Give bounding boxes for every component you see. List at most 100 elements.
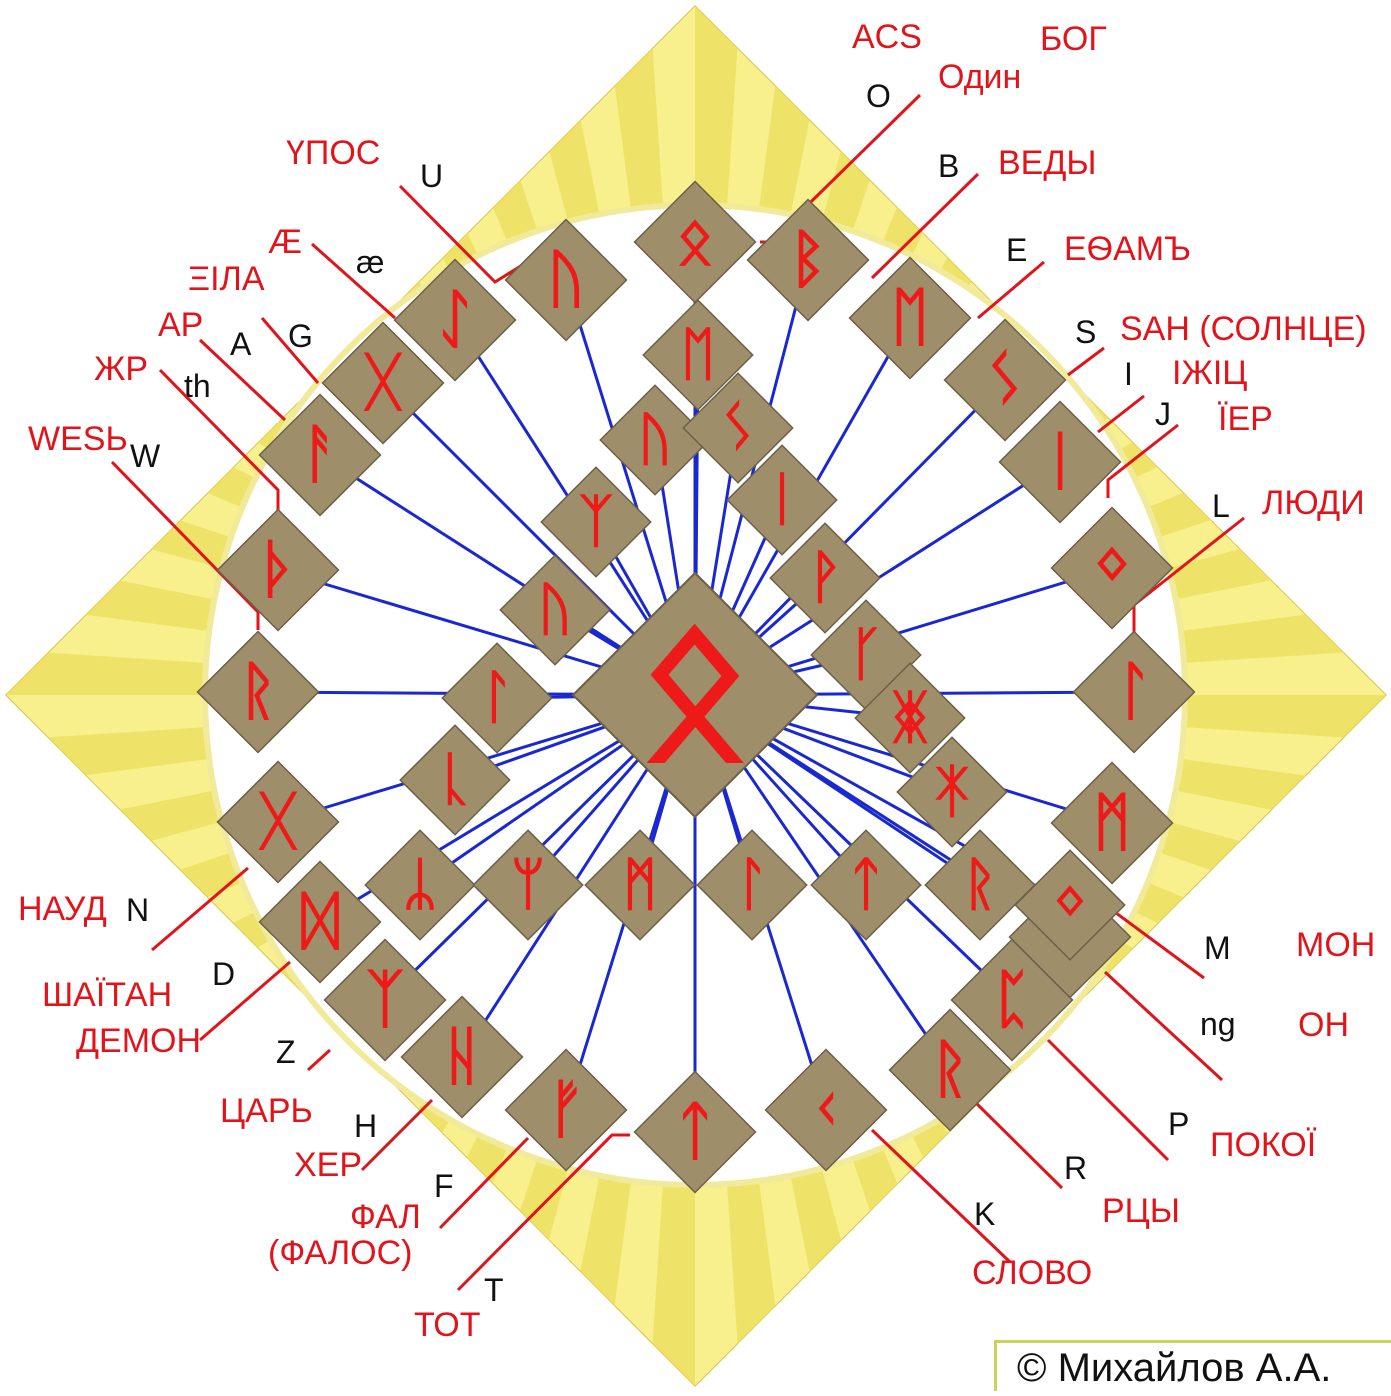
rune-tile — [896, 736, 1008, 848]
ray-stripe — [0, 649, 695, 695]
rune-glyph: ᛦ — [403, 853, 437, 917]
leader-line — [311, 242, 396, 320]
rune-tile-S: ᛊ — [943, 318, 1067, 442]
rune-tile-B: ᛒ — [746, 198, 870, 322]
rune-glyph: ᛟ — [638, 582, 752, 794]
rune-tile — [888, 1008, 1012, 1132]
rune-tile-L: ᛚ — [1072, 630, 1196, 754]
leader-line — [973, 1100, 1064, 1190]
rune-glyph: ᛟ — [676, 207, 714, 277]
label-shaitan: ШАЇТАН — [42, 976, 173, 1014]
rune-glyph: ᚺ — [443, 1022, 481, 1092]
rune-glyph: ᚢ — [538, 578, 572, 642]
label-ae-red: Æ — [268, 223, 302, 261]
ray-stripe — [695, 0, 741, 695]
rune-glyph: ᛜ — [1053, 873, 1087, 937]
rune-tile — [400, 995, 524, 1119]
rune-tile — [696, 829, 808, 941]
rune-tile-inner_l3: ᛚ — [696, 829, 808, 941]
rune-tile-inner_o: ᛜ — [1014, 849, 1126, 961]
label-t: T — [484, 1272, 504, 1308]
label-zhr: ЖР — [94, 350, 149, 388]
rune-tile-inner_l: ᛚ — [441, 642, 553, 754]
rune-glyph: ᛊ — [721, 396, 755, 460]
label-sah: SAH (СОЛНЦЕ) — [1120, 310, 1367, 348]
label-i: I — [1124, 356, 1133, 392]
rune-glyph: ᛁ — [1041, 427, 1079, 497]
rune-glyph: ᛖ — [681, 323, 715, 387]
label-z: Z — [276, 1034, 296, 1070]
label-tsar: ЦАРЬ — [220, 1092, 313, 1130]
rune-tile — [540, 466, 652, 578]
rune-tile — [642, 299, 754, 411]
rune-glyph: ᛉ — [366, 965, 404, 1035]
leader-line — [870, 1128, 1012, 1264]
label-ae: æ — [356, 244, 385, 280]
rune-glyph: ᛚ — [1115, 657, 1153, 727]
leader-line — [1067, 346, 1105, 377]
rune-tile-U: ᚢ — [504, 218, 628, 342]
rune-tile-inner_l2: ᚳ — [399, 724, 511, 836]
leader-line — [438, 1136, 530, 1230]
rune-tile — [323, 938, 447, 1062]
rune-tile-inner_y2: ᛦ — [364, 829, 476, 941]
label-l: L — [1212, 488, 1230, 524]
label-naud: НАУД — [18, 890, 107, 928]
label-d: D — [212, 956, 236, 992]
label-ier: ЇЕР — [1218, 400, 1273, 438]
rune-tile-ae: ᛇ — [393, 258, 517, 382]
leader-line — [1103, 970, 1224, 1082]
rune-tile-inner_u2: ᚢ — [499, 554, 611, 666]
leader-line — [1097, 394, 1145, 434]
rune-glyph: ᚢ — [638, 408, 672, 472]
label-eoam: ЕѲАМЪ — [1064, 230, 1192, 268]
rune-tile — [571, 571, 819, 819]
label-n: N — [126, 892, 150, 928]
rune-tile — [848, 256, 972, 380]
rune-tile-N: ᚷ — [216, 760, 340, 884]
rune-glyph: ᛈ — [993, 965, 1031, 1035]
leader-line — [1106, 423, 1179, 498]
rune-tile — [321, 321, 445, 445]
label-kher: ХЕР — [294, 1146, 363, 1184]
rune-glyph: ᛏ — [676, 1097, 714, 1167]
label-pokoi: ПОКОЇ — [1210, 1126, 1317, 1164]
rune-tile-F: ᚠ — [504, 1048, 628, 1172]
label-e: E — [1006, 232, 1028, 268]
label-vedy: ВЕДЫ — [998, 144, 1097, 182]
label-ng: ng — [1200, 1006, 1236, 1042]
rune-tile — [399, 724, 511, 836]
label-w: W — [130, 438, 161, 474]
label-zila: ΞΙЛА — [188, 260, 265, 298]
label-a: A — [230, 326, 252, 362]
leader-line — [199, 960, 291, 1042]
rune-tile-M: ᛗ — [1050, 761, 1174, 885]
rune-glyph: ᛖ — [891, 283, 929, 353]
rune-tile-inner_y: ᛉ — [540, 466, 652, 578]
rune-glyph: ᚱ — [963, 853, 997, 917]
rune-glyph: ᚢ — [547, 245, 585, 315]
leader-line — [260, 317, 320, 384]
leader-line — [360, 1098, 434, 1172]
rune-tile-O: ᛟ — [633, 180, 757, 304]
rune-glyph: ᚦ — [259, 535, 297, 605]
rune-tile-inner_w: ᚹ — [769, 522, 881, 634]
rune-tile — [584, 829, 696, 941]
rune-tile — [764, 1048, 888, 1172]
label-m: M — [1204, 930, 1231, 966]
rune-glyph: ᛗ — [623, 853, 657, 917]
rune-tile-inner_top: ᛖ — [642, 299, 754, 411]
label-on: ОН — [1298, 1006, 1349, 1044]
rune-glyph: ᛤ — [892, 686, 928, 750]
rune-tile-D: ᛞ — [258, 860, 382, 984]
rune-tile-inner_r: ᚱ — [924, 829, 1036, 941]
rune-glyph: ᛚ — [480, 666, 514, 730]
rune-glyph: ᚳ — [438, 748, 472, 812]
rune-glyph: ᛡ — [935, 760, 969, 824]
label-f: F — [434, 1168, 454, 1204]
rune-tile — [998, 400, 1122, 524]
rune-glyph: ᛉ — [579, 490, 613, 554]
rune-tile — [216, 508, 340, 632]
rune-tile — [682, 372, 794, 484]
